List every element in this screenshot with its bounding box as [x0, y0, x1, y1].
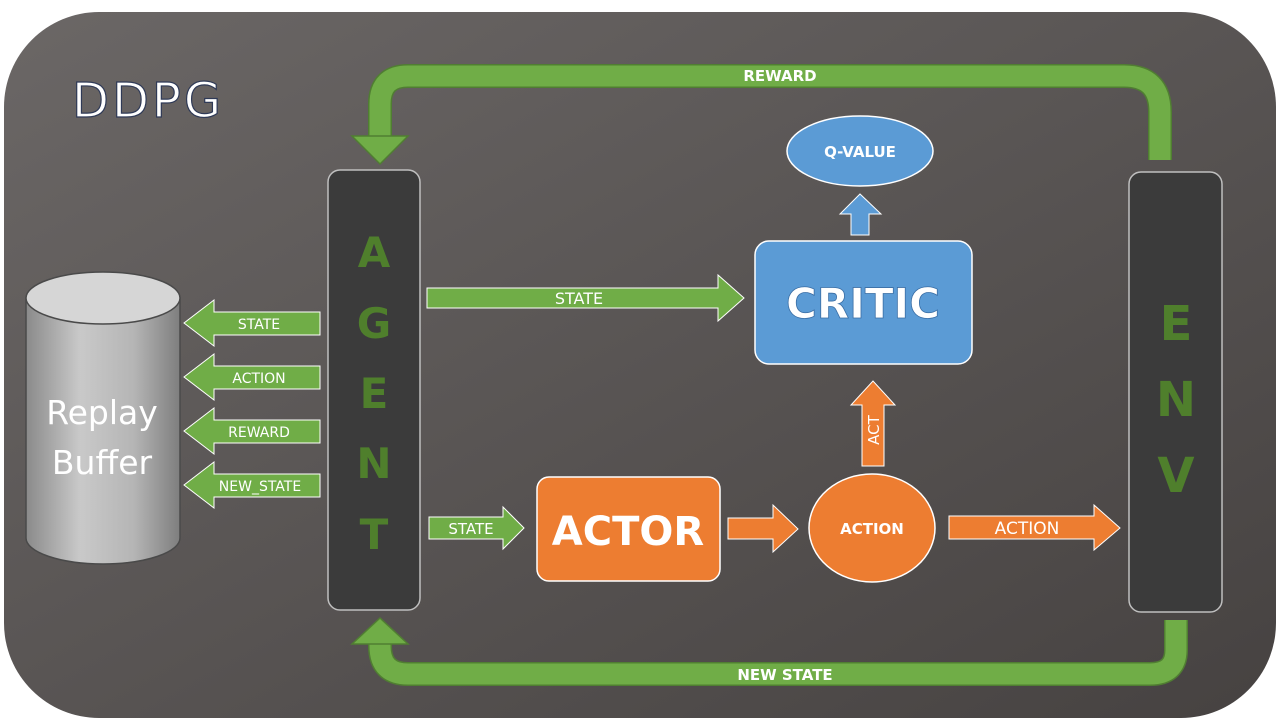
q-value-node	[786, 115, 934, 187]
replay-buffer-line1: Replay	[46, 393, 158, 432]
action-to-env-arrow: ACTION	[948, 503, 1121, 552]
state-to-actor-label: STATE	[448, 520, 493, 538]
q-value-label: Q-VALUE	[824, 143, 896, 161]
env-letter: V	[1157, 448, 1194, 504]
agent-letter: T	[360, 510, 389, 559]
agent-letter: E	[360, 369, 389, 418]
buffer-arrow-state: STATE	[183, 298, 321, 348]
buffer-arrow-label: ACTION	[232, 371, 285, 387]
agent-column	[327, 169, 421, 611]
new-state-loop-arrow	[350, 616, 1188, 686]
action-node	[808, 473, 936, 583]
buffer-arrow-reward: REWARD	[183, 406, 321, 456]
reward-loop-arrow	[350, 64, 1172, 166]
act-to-critic-label: ACT	[865, 414, 883, 444]
act-to-critic-arrow: ACT	[849, 380, 897, 467]
state-to-critic-label: STATE	[555, 289, 603, 308]
state-to-critic-arrow: STATE	[426, 273, 745, 323]
state-to-actor-arrow: STATE	[428, 505, 525, 551]
actor-to-action-arrow	[727, 503, 799, 554]
env-letter: E	[1160, 296, 1193, 352]
agent-letter: A	[358, 228, 391, 277]
env-letter: N	[1156, 372, 1196, 428]
reward-loop-label: REWARD	[743, 67, 816, 85]
action-to-env-label: ACTION	[995, 519, 1060, 539]
replay-buffer-line2: Buffer	[52, 443, 153, 482]
actor-box	[536, 476, 721, 582]
new-state-loop-label: NEW STATE	[737, 666, 832, 684]
replay-buffer: Replay Buffer	[25, 271, 181, 565]
buffer-arrow-label: REWARD	[228, 425, 290, 441]
diagram-title: DDPG	[72, 73, 224, 129]
buffer-arrow-label: STATE	[238, 317, 280, 333]
action-node-label: ACTION	[840, 520, 904, 538]
agent-letter: G	[357, 299, 391, 348]
agent-letters: A G E N T	[356, 228, 391, 559]
buffer-arrow-action: ACTION	[183, 352, 321, 402]
diagram-panel	[4, 12, 1276, 718]
buffer-arrow-new-state: NEW_STATE	[183, 460, 321, 510]
critic-box	[754, 240, 973, 365]
critic-to-q-value-arrow	[838, 193, 883, 236]
actor-label: ACTOR	[552, 509, 704, 555]
buffer-arrow-label: NEW_STATE	[219, 479, 301, 495]
env-column	[1128, 171, 1223, 613]
env-letters: E N V	[1156, 296, 1196, 504]
critic-label: CRITIC	[786, 279, 940, 328]
agent-letter: N	[356, 439, 391, 488]
